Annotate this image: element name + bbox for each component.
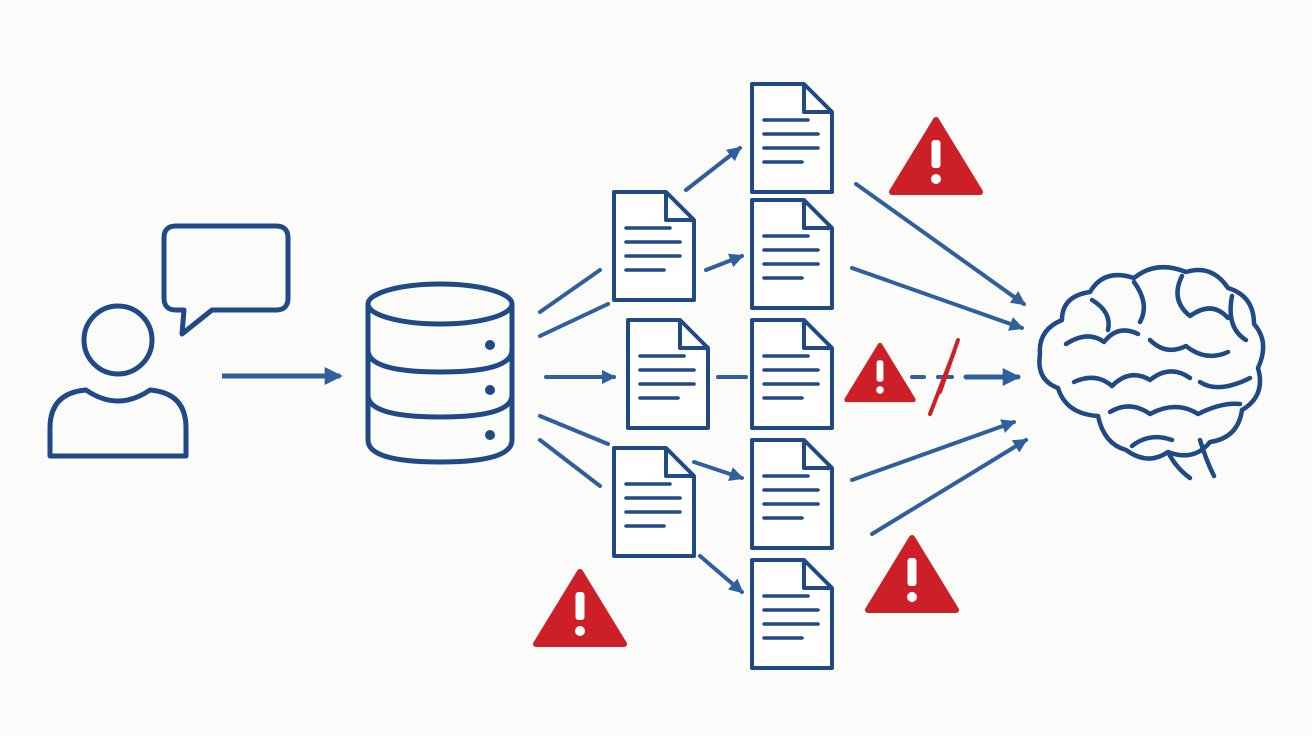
database-fanout-arrows — [538, 268, 617, 488]
speech-bubble-icon — [161, 223, 291, 337]
document-icon — [750, 318, 834, 430]
brain-input-arrows — [850, 182, 1028, 536]
warning-icon — [536, 572, 624, 644]
document-icon — [612, 190, 696, 302]
database-icon — [365, 281, 515, 465]
user-icon — [47, 303, 189, 459]
brain-icon — [1037, 264, 1266, 481]
warning-icon — [868, 538, 956, 610]
document-icon — [750, 438, 834, 550]
document-icon — [750, 82, 834, 194]
document-transfer-arrows — [684, 146, 748, 594]
document-icon — [750, 198, 834, 310]
document-icon — [750, 558, 834, 670]
document-icon — [612, 446, 696, 558]
warning-icon — [847, 345, 914, 400]
document-icon — [626, 318, 710, 430]
warning-icon — [892, 120, 980, 192]
broken-link-icon — [910, 338, 1021, 416]
